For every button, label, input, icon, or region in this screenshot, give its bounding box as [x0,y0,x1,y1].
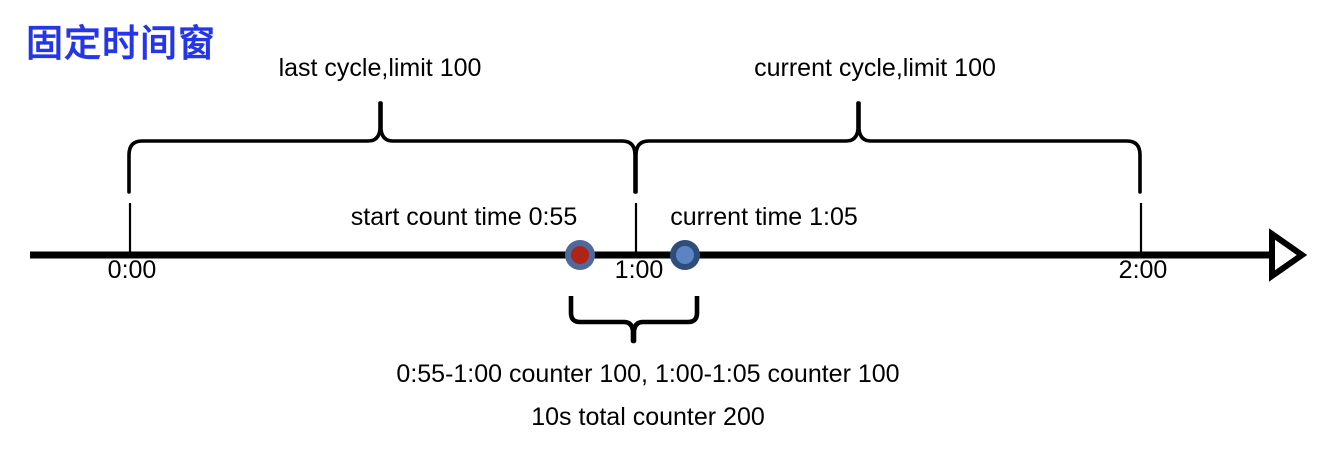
counters-note: 0:55-1:00 counter 100, 1:00-1:05 counter… [396,360,900,388]
current-cycle-brace [634,101,1142,194]
start-count-time-label: start count time 0:55 [350,203,578,231]
ten-second-span-brace [568,296,700,344]
axis-tick-label-0-00: 0:00 [107,256,157,284]
total-counter-note: 10s total counter 200 [531,403,765,431]
current-cycle-label: current cycle,limit 100 [754,54,996,82]
current-time-label: current time 1:05 [670,203,858,231]
last-cycle-brace [127,101,637,194]
axis-tick-label-2-00: 2:00 [1118,256,1168,284]
axis-tick-label-1-00: 1:00 [614,256,664,284]
arrow-right-icon [1269,228,1308,282]
last-cycle-label: last cycle,limit 100 [278,54,482,82]
current-time-marker-core [676,246,694,264]
start-count-marker-core [571,246,589,264]
page-title: 固定时间窗 [26,23,216,64]
